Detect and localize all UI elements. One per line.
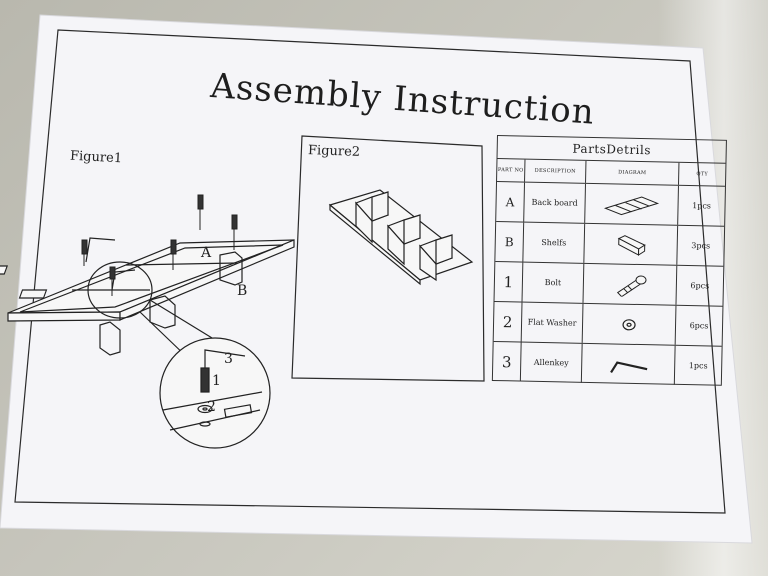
header-qty: QTY: [696, 171, 709, 178]
parts-table: PartsDetrils PART NO DESCRIPTION DIAGRAM…: [491, 135, 727, 386]
figure1-label: Figure1: [69, 148, 123, 167]
header-part-no: PART NO: [497, 159, 526, 182]
detail-number-3: 3: [224, 351, 233, 367]
part-qty: 6pcs: [690, 281, 710, 291]
part-description: Allenkey: [520, 342, 583, 383]
figure2-shelf-drawing: [328, 189, 474, 286]
figure1-assembly-drawing: [0, 237, 295, 361]
part-qty: 6pcs: [689, 321, 709, 331]
table-row: 1 Bolt 6pcs: [494, 261, 724, 307]
part-qty: 1pcs: [688, 361, 708, 371]
table-row: A Back board 1pcs: [496, 182, 725, 227]
part-qty: 1pcs: [692, 201, 712, 211]
detail-number-2: 2: [207, 399, 216, 415]
detail-circle-drawing: [159, 337, 271, 449]
figure2-box: [291, 135, 485, 382]
allen-key-icon: [581, 343, 676, 385]
figure2-label: Figure2: [307, 143, 361, 160]
part-description: Back board: [524, 182, 586, 223]
header-description: DESCRIPTION: [525, 159, 587, 183]
part-qty: 3pcs: [691, 241, 711, 251]
table-row: 3 Allenkey 1pcs: [492, 341, 722, 386]
washer-icon: [582, 303, 677, 345]
part-no: 2: [493, 301, 523, 342]
bolt-icon: [583, 263, 678, 305]
figure1-bolts: [81, 194, 238, 296]
table-row: B Shelfs 3pcs: [495, 222, 725, 267]
part-description: Flat Washer: [521, 302, 584, 343]
part-no: A: [496, 182, 526, 222]
figure1-letter-b: B: [237, 283, 248, 299]
part-no: 3: [492, 341, 522, 382]
figure1-letter-a: A: [201, 245, 212, 261]
header-diagram: DIAGRAM: [586, 160, 680, 185]
page-border: [14, 29, 726, 514]
part-description: Shelfs: [523, 222, 586, 263]
detail-number-1: 1: [212, 373, 221, 389]
table-row: 2 Flat Washer 6pcs: [493, 301, 723, 347]
shelf-icon: [584, 223, 679, 265]
back-board-icon: [585, 183, 679, 225]
part-no: B: [495, 222, 525, 262]
part-description: Bolt: [522, 262, 585, 303]
part-no: 1: [494, 261, 524, 302]
